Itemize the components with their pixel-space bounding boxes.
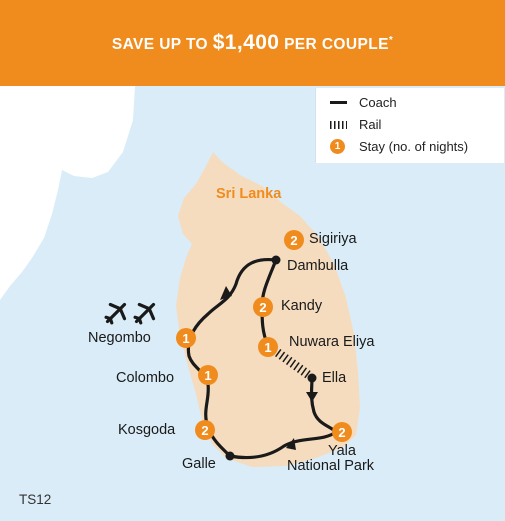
stay-marker-kosgoda: 2 — [195, 420, 215, 440]
promo-text: SAVE UP TO $1,400 PER COUPLE* — [112, 31, 393, 55]
map-legend: Coach Rail 1 Stay (no. of nights) — [315, 88, 504, 163]
promo-banner: SAVE UP TO $1,400 PER COUPLE* — [0, 0, 505, 86]
place-kosgoda: Kosgoda — [118, 422, 176, 438]
ella-marker — [307, 373, 317, 383]
coach-route-east — [309, 376, 338, 434]
promo-suffix: PER COUPLE — [279, 36, 389, 53]
place-kandy: Kandy — [281, 298, 323, 314]
place-sigiriya: Sigiriya — [309, 231, 357, 247]
place-yala: Yala — [328, 443, 356, 459]
promo-prefix: SAVE UP TO — [111, 36, 213, 53]
india-landmass — [0, 86, 135, 300]
place-ella: Ella — [322, 370, 347, 386]
stay-marker-nuwara-eliya: 1 — [258, 337, 278, 357]
country-label: Sri Lanka — [216, 186, 282, 202]
plane-icon — [133, 302, 156, 325]
svg-text:1: 1 — [182, 331, 189, 346]
dambulla-marker — [271, 255, 281, 265]
svg-text:1: 1 — [204, 368, 211, 383]
rail-line-icon — [330, 120, 347, 129]
legend-coach-label: Coach — [359, 95, 397, 110]
svg-text:2: 2 — [338, 425, 345, 440]
svg-text:2: 2 — [259, 300, 266, 315]
legend-stay: 1 Stay (no. of nights) — [330, 139, 468, 154]
svg-text:2: 2 — [201, 423, 208, 438]
galle-marker — [225, 451, 235, 461]
promo-footnote: * — [388, 34, 394, 46]
promo-amount: $1,400 — [212, 31, 280, 54]
coach-route-south — [228, 430, 338, 460]
place-negombo: Negombo — [88, 330, 151, 346]
place-colombo: Colombo — [116, 370, 175, 386]
place-national-park: National Park — [287, 458, 375, 474]
place-dambulla: Dambulla — [287, 258, 349, 274]
stay-marker-negombo: 1 — [176, 328, 196, 348]
stay-marker-colombo: 1 — [198, 365, 218, 385]
legend-rail: Rail — [330, 117, 381, 132]
route-arrow — [286, 438, 296, 450]
stay-marker-sigiriya: 2 — [284, 230, 304, 250]
legend-rail-label: Rail — [359, 117, 382, 132]
stay-marker-yala: 2 — [332, 422, 352, 442]
legend-coach: Coach — [330, 95, 397, 110]
route-arrow — [306, 392, 318, 402]
route-arrow — [220, 286, 232, 300]
stay-marker-kandy: 2 — [253, 297, 273, 317]
svg-text:1: 1 — [264, 340, 271, 355]
tour-code: TS12 — [19, 492, 52, 507]
place-galle: Galle — [182, 456, 216, 472]
rail-route — [271, 346, 313, 380]
svg-text:2: 2 — [290, 233, 297, 248]
plane-icon — [104, 302, 127, 325]
legend-stay-label: Stay (no. of nights) — [359, 139, 469, 154]
place-nuwara-eliya: Nuwara Eliya — [289, 334, 375, 350]
stay-dot-icon: 1 — [330, 139, 345, 154]
coach-line-icon — [330, 101, 347, 104]
